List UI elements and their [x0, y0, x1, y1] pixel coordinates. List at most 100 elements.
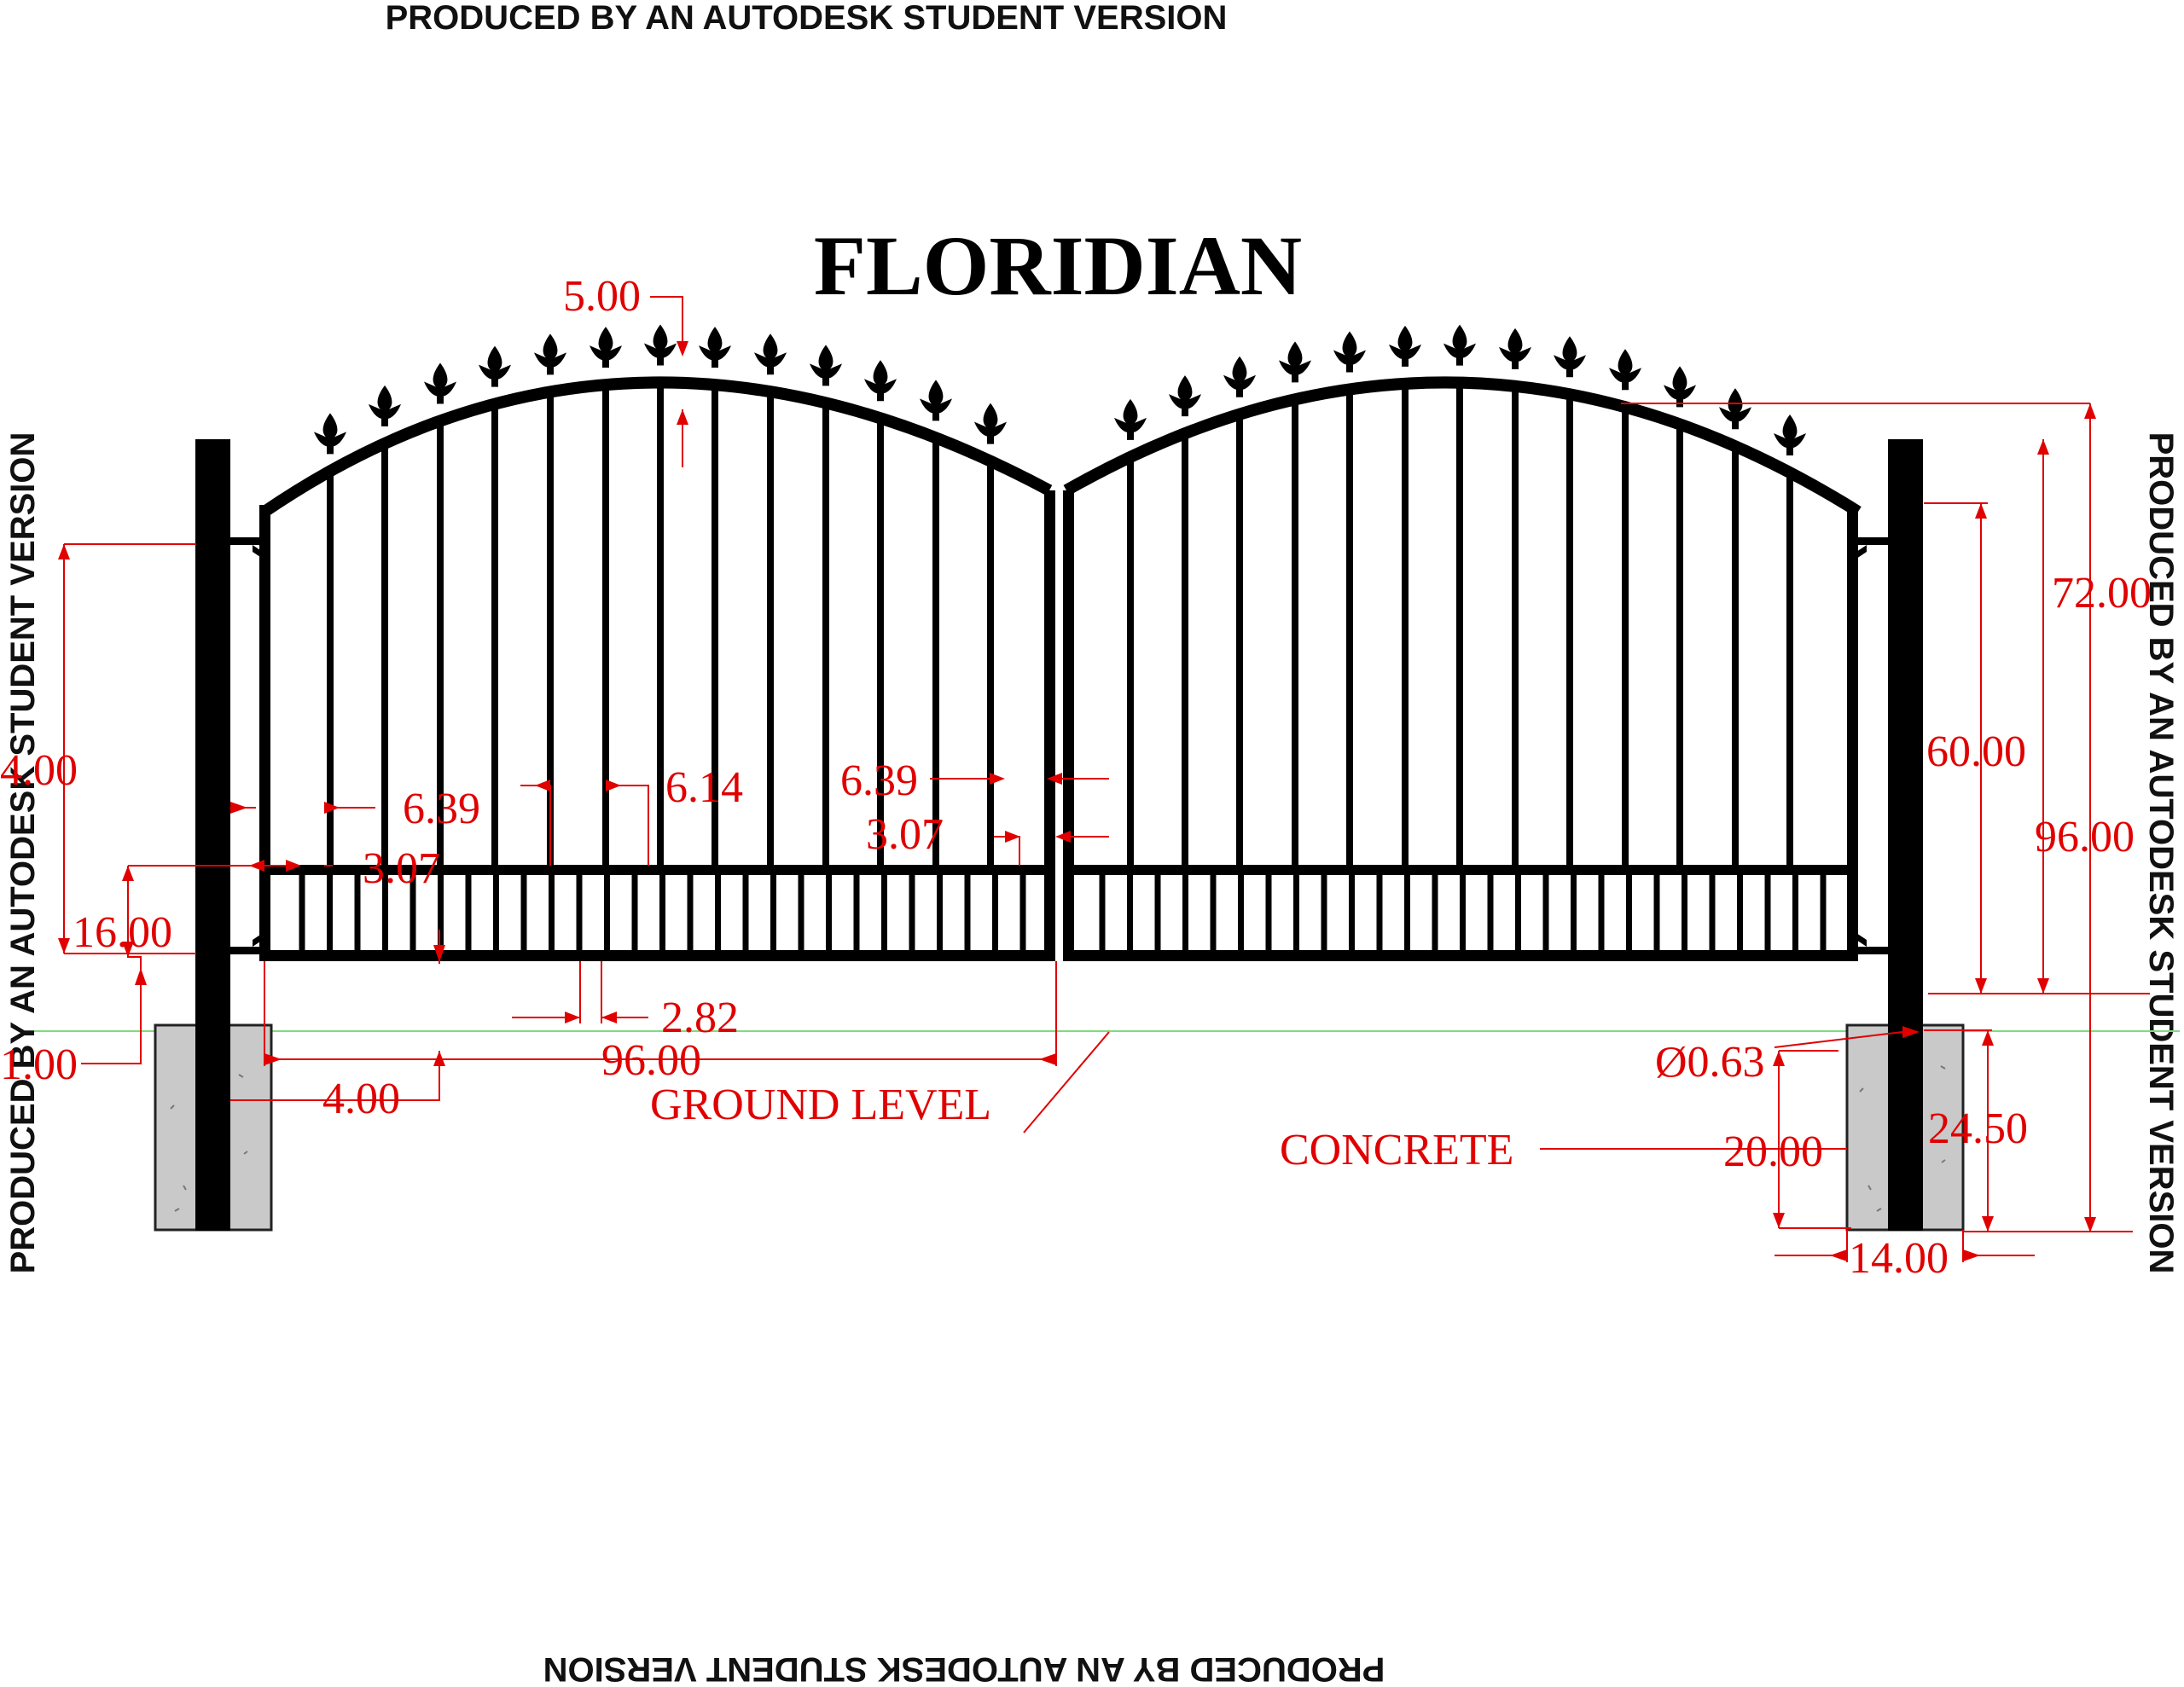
lower-picket [549, 873, 555, 952]
lower-picket [576, 873, 583, 952]
upper-picket [491, 382, 498, 871]
dim-lower-picket-gap: 2.82 [661, 994, 739, 1042]
upper-picket [657, 382, 664, 870]
lower-picket [909, 873, 915, 952]
upper-picket [1346, 382, 1353, 870]
lower-picket [687, 873, 694, 952]
lower-picket [1099, 873, 1106, 952]
lower-picket [659, 873, 665, 952]
upper-picket [1786, 438, 1793, 870]
finial [754, 333, 787, 375]
dimension-lines [58, 296, 2150, 1262]
lower-picket [1626, 873, 1632, 952]
finial [424, 362, 456, 404]
upper-picket [1127, 422, 1134, 870]
finial [644, 324, 677, 366]
finial [699, 327, 731, 368]
dim-footing-width: 14.00 [1849, 1234, 1949, 1283]
lower-picket [1404, 873, 1410, 952]
lower-picket [1127, 873, 1133, 952]
lower-picket [1764, 873, 1771, 952]
lower-picket [1154, 873, 1161, 952]
dim-left-height: 4.00 [0, 746, 78, 795]
upper-pickets-left [327, 382, 994, 871]
lower-picket [742, 873, 749, 952]
lower-picket [881, 873, 887, 952]
finial [810, 345, 842, 386]
lower-picket [382, 873, 388, 952]
lower-picket [1515, 873, 1521, 952]
lower-picket [798, 873, 804, 952]
lower-picket [1737, 873, 1743, 952]
post-left [195, 439, 230, 1231]
lower-pickets-right [1099, 873, 1827, 952]
lower-picket [520, 873, 527, 952]
lower-picket [992, 873, 998, 952]
upper-picket [1566, 382, 1573, 870]
finial [1664, 366, 1696, 408]
lower-picket [1321, 873, 1327, 952]
lower-picket [354, 873, 361, 952]
finial [974, 403, 1007, 444]
lower-picket [299, 873, 305, 952]
lower-picket [1487, 873, 1494, 952]
lower-picket [1293, 873, 1299, 952]
upper-picket [1512, 382, 1519, 871]
finial [1279, 341, 1311, 383]
finial [1443, 324, 1476, 366]
finial [1333, 331, 1366, 373]
drawing-title: FLORIDIAN [814, 218, 1302, 313]
finial [1114, 398, 1147, 440]
upper-picket [1732, 412, 1739, 870]
dim-spacing-a: 6.39 [403, 785, 480, 833]
dim-gate-height-72: 72.00 [2052, 569, 2152, 617]
finial [590, 327, 622, 368]
finial [1389, 325, 1421, 367]
lower-picket [1019, 873, 1026, 952]
lower-picket [1460, 873, 1466, 952]
upper-picket [381, 409, 388, 870]
dim-embed-depth: 20.00 [1723, 1128, 1823, 1176]
finial [1223, 356, 1256, 397]
upper-picket [1402, 382, 1409, 870]
dim-finial-height: 5.00 [563, 272, 641, 321]
lower-picket [1682, 873, 1687, 952]
upper-picket [1456, 382, 1463, 871]
lower-picket [715, 873, 721, 952]
upper-picket [1236, 382, 1243, 870]
dim-gate-height-60: 60.00 [1926, 728, 2026, 776]
lower-picket [1182, 873, 1188, 952]
upper-picket [822, 382, 829, 870]
upper-picket [1292, 382, 1298, 870]
lower-picket [1349, 873, 1355, 952]
upper-pickets-right [1127, 382, 1793, 871]
finial [534, 333, 566, 375]
upper-picket [1622, 382, 1629, 870]
finial [1719, 388, 1751, 430]
label-ground-level: GROUND LEVEL [650, 1081, 991, 1129]
finial [1554, 336, 1586, 378]
lower-picket [1820, 873, 1827, 952]
lower-picket [1709, 873, 1716, 952]
dim-post-offset: 4.00 [322, 1075, 400, 1123]
upper-picket [327, 437, 334, 870]
lower-picket [327, 873, 333, 952]
dim-post-diameter: Ø0.63 [1655, 1038, 1765, 1087]
upper-picket [547, 382, 554, 870]
finial [1169, 375, 1201, 417]
finial [1609, 349, 1641, 391]
gate-leaf-right [1063, 324, 1862, 961]
lower-picket [853, 873, 860, 952]
lower-picket [1571, 873, 1577, 952]
watermark-bottom: PRODUCED BY AN AUTODESK STUDENT VERSION [543, 1650, 1385, 1687]
upper-picket [767, 382, 774, 870]
dim-ground-clearance: 1.00 [0, 1041, 78, 1089]
upper-picket [712, 382, 718, 870]
lower-picket [438, 873, 444, 952]
label-concrete: CONCRETE [1280, 1126, 1513, 1174]
lower-picket [410, 873, 416, 952]
watermark-left: PRODUCED BY AN AUTODESK STUDENT VERSION [4, 432, 42, 1274]
dim-total-height: 96.00 [2035, 813, 2135, 861]
finial [1774, 415, 1806, 456]
